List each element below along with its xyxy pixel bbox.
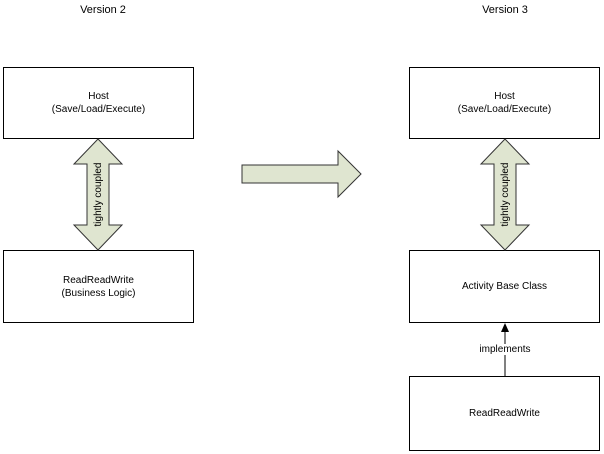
transition-right-arrow-icon xyxy=(241,149,362,199)
implements-label: implements xyxy=(460,344,550,355)
version-2-title: Version 2 xyxy=(80,4,126,16)
v2-readreadwrite-subtitle: (Business Logic) xyxy=(61,287,136,299)
v2-tightly-coupled-label: tightly coupled xyxy=(93,163,104,227)
v2-readreadwrite-box: ReadReadWrite (Business Logic) xyxy=(3,250,194,323)
implements-arrowhead-icon xyxy=(501,323,509,332)
v2-host-title: Host xyxy=(88,91,109,102)
v3-readreadwrite-box: ReadReadWrite xyxy=(409,376,600,451)
v3-readreadwrite-title: ReadReadWrite xyxy=(469,408,540,419)
v3-host-box: Host (Save/Load/Execute) xyxy=(409,67,600,139)
v3-host-subtitle: (Save/Load/Execute) xyxy=(457,104,552,115)
v3-host-title: Host xyxy=(494,91,515,102)
v2-tightly-coupled-double-arrow-icon xyxy=(72,138,124,251)
v2-host-box: Host (Save/Load/Execute) xyxy=(3,67,194,139)
v3-tightly-coupled-double-arrow-icon xyxy=(479,138,531,251)
v2-host-subtitle: (Save/Load/Execute) xyxy=(51,104,146,115)
v3-activity-base-class-box: Activity Base Class xyxy=(409,250,600,323)
v2-readreadwrite-title: ReadReadWrite xyxy=(63,274,134,286)
version-3-title: Version 3 xyxy=(482,4,528,16)
v3-tightly-coupled-label: tightly coupled xyxy=(500,163,511,227)
v3-activity-base-class-title: Activity Base Class xyxy=(461,281,548,292)
